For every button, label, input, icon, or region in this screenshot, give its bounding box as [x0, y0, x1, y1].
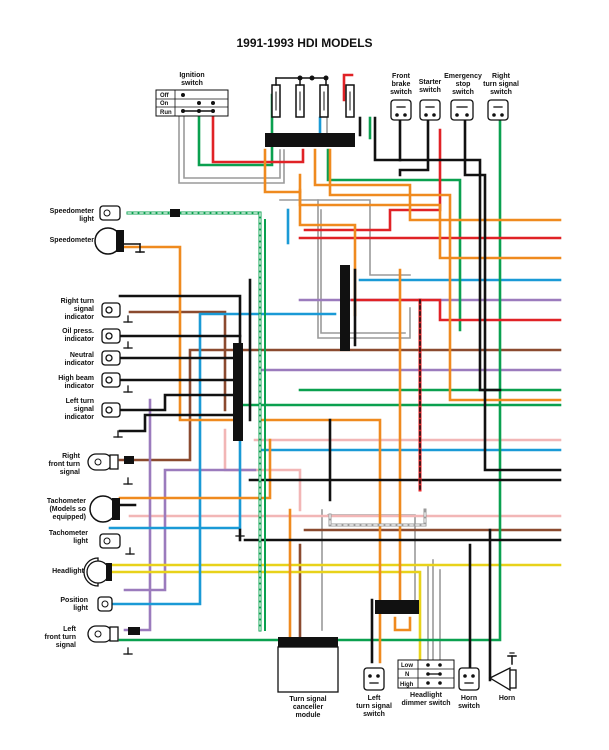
ignition-switch: Off On Run [155, 89, 229, 117]
dimmer-pos-low: Low [401, 663, 413, 669]
main-connector-top [265, 133, 355, 147]
connector-block-center [340, 265, 350, 351]
emergency-stop-switch-body [450, 99, 474, 121]
label-horn-switch: Horn switch [458, 695, 480, 710]
red-wires [211, 73, 562, 322]
ignition-pos-run: Run [160, 110, 172, 116]
left-turn-signal-switch-body [363, 667, 385, 691]
tachometer-body [89, 495, 120, 523]
horn-switch-body [458, 667, 480, 691]
front-brake-switch-body [390, 99, 412, 121]
ignition-pos-off: Off [160, 93, 170, 99]
headlight-dimmer-switch-body: Low N High [397, 659, 455, 689]
label-left-turn-signal-indicator: Left turn signal indicator [64, 398, 94, 421]
label-speedometer: Speedometer [49, 237, 94, 244]
label-tachometer: Tachometer (Models so equipped) [46, 498, 86, 521]
label-position-light: Position light [60, 597, 88, 612]
position-light-body [97, 596, 113, 612]
connector-right-front [124, 456, 134, 464]
connector-block-dimmer [375, 600, 419, 614]
starter-switch-body [419, 99, 441, 121]
tachometer-light-body [99, 533, 121, 549]
speedometer-light-body [99, 205, 121, 221]
label-high-beam-indicator: High beam indicator [58, 375, 94, 390]
label-horn: Horn [498, 695, 516, 702]
yellow-wires [106, 563, 562, 664]
label-tachometer-light: Tachometer light [48, 530, 88, 545]
label-right-turn-signal-indicator: Right turn signal indicator [60, 298, 94, 321]
connector-left-front [128, 627, 140, 635]
speedometer-body [94, 227, 145, 255]
ignition-pos-on: On [160, 101, 169, 107]
label-headlight: Headlight [52, 568, 84, 575]
headlight-body [83, 557, 112, 587]
label-front-brake-switch: Front brake switch [390, 73, 412, 96]
label-neutral-indicator: Neutral indicator [64, 352, 94, 367]
connector-block-left [233, 343, 243, 441]
indicator-lamps [101, 302, 121, 418]
label-right-front-turn-signal: Right front turn signal [48, 453, 81, 476]
diagram-title: 1991-1993 HDI MODELS [236, 36, 373, 50]
label-ignition-switch: Ignition switch [179, 72, 205, 87]
label-emergency-stop-switch: Emergency stop switch [444, 73, 482, 96]
label-oil-press-indicator: Oil press. indicator [62, 328, 94, 343]
turn-signal-canceller-module-body [277, 637, 339, 693]
connector-speedo-light [170, 209, 180, 217]
orange-wires [118, 148, 562, 664]
label-headlight-dimmer-switch: Headlight dimmer switch [401, 692, 451, 707]
gray-wires [178, 111, 441, 663]
horn-body [488, 652, 517, 692]
circuit-breakers [271, 75, 355, 118]
right-front-turn-signal-body [87, 453, 119, 471]
label-starter-switch: Starter switch [418, 79, 442, 94]
dimmer-pos-n: N [405, 672, 409, 678]
brown-wires [118, 310, 562, 642]
black-wires [118, 116, 562, 682]
green-wires [118, 93, 562, 642]
label-turn-signal-canceller-module: Turn signal canceller module [289, 696, 327, 719]
left-front-turn-signal-body [87, 625, 119, 643]
pink-wires [128, 428, 562, 518]
label-speedometer-light: Speedometer light [49, 208, 94, 223]
dimmer-pos-high: High [400, 682, 414, 688]
label-left-front-turn-signal: Left front turn signal [44, 626, 77, 649]
right-turn-signal-switch-body [487, 99, 509, 121]
label-right-turn-signal-switch: Right turn signal switch [483, 73, 519, 96]
label-left-turn-signal-switch: Left turn signal switch [356, 695, 392, 718]
blue-wires [106, 116, 562, 606]
ground-symbols-left [113, 315, 245, 655]
